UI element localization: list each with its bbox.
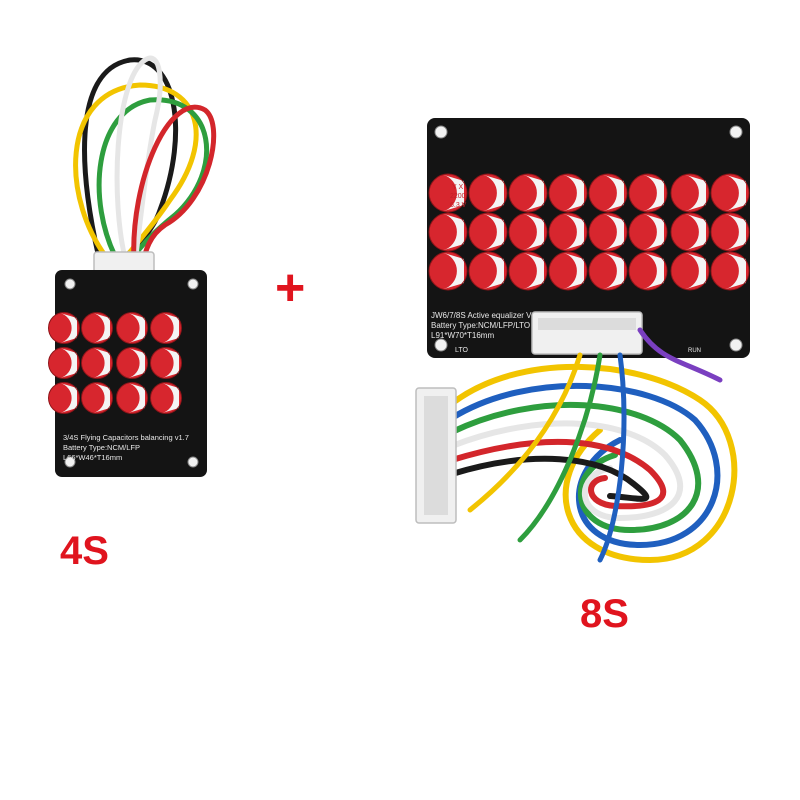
- silkscreen-model-4s: 3/4S Flying Capacitors balancing v1.7: [63, 433, 189, 442]
- wire-bundle-4s: [73, 55, 217, 273]
- wire-bundle-8s: [447, 327, 738, 564]
- capacitor-grid-8s: [428, 173, 750, 291]
- silkscreen-size-8s: L91*W70*T16mm: [431, 331, 494, 340]
- silkscreen-size-4s: L66*W46*T16mm: [63, 453, 122, 462]
- cap-print-brand: Y X: [452, 184, 463, 191]
- silkscreen-battery-8s: Battery Type:NCM/LFP/LTO: [431, 321, 530, 330]
- cap-print-value: 2200: [450, 193, 466, 200]
- pcb-8s: [427, 118, 750, 358]
- cap-print-voltage: 6.3 V: [450, 202, 467, 209]
- silkscreen-run: RUN: [688, 348, 701, 354]
- plus-sign: +: [275, 259, 305, 317]
- connector-8s-loose: [415, 387, 457, 524]
- board-4s: 3/4S Flying Capacitors balancing v1.7 Ba…: [48, 55, 217, 477]
- label-4s: 4S: [60, 529, 109, 573]
- silkscreen-lto: LTO: [455, 347, 469, 354]
- silkscreen-model-8s: JW6/7/8S Active equalizer V1.3: [431, 311, 543, 320]
- label-8s: 8S: [580, 592, 629, 636]
- board-8s: Y X 2200 6.3 V JW6/7/8S Active equalizer…: [415, 118, 750, 564]
- silkscreen-battery-4s: Battery Type:NCM/LFP: [63, 443, 140, 452]
